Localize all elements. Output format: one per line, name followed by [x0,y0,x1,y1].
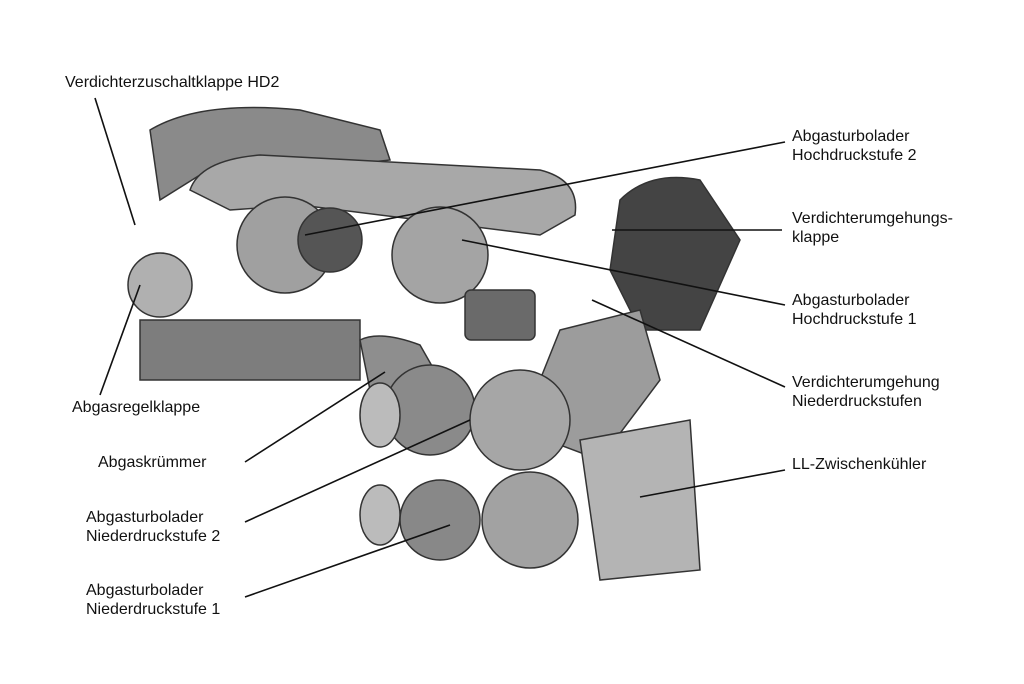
lp-inlet-2 [359,382,401,448]
intercooler-body [579,419,701,581]
intake-hose [609,176,741,331]
leader-line-hp1 [461,239,786,306]
label-line: Verdichterumgehungs- [792,210,953,227]
exhaust-flap-housing [127,252,193,318]
label-line: Abgasturbolader [86,582,204,599]
label-intercooler: LL-Zwischenkühler [792,456,927,473]
leader-line-intercooler [639,469,786,498]
label-line: Verdichterumgehung [792,374,940,391]
lp-turbo-2-housing [469,369,571,471]
engine-block [139,319,361,381]
label-line: klappe [792,229,840,246]
label-hd2-flap: Verdichterzuschaltklappe HD2 [65,74,280,91]
label-line: Abgasturbolader [792,292,910,309]
leader-line-exhaust-flap [99,284,141,396]
hp-turbo-2-wheel [297,207,363,273]
lp-inlet-1 [359,484,401,546]
label-line: Niederdruckstufe 2 [86,528,221,545]
leader-line-lp1 [244,524,451,598]
leader-line-hd2-flap [94,97,136,226]
leader-line-manifold [244,371,386,463]
label-lp-turbo-1: Abgasturbolader Niederdruckstufe 1 [86,581,220,619]
lp-turbo-1-housing [481,471,579,569]
hp-turbo-1 [391,206,489,304]
label-bypass-flap: Verdichterumgehungs- klappe [792,209,953,247]
charge-pipe-top [189,154,577,236]
label-lp-turbo-2: Abgasturbolader Niederdruckstufe 2 [86,508,220,546]
label-line: Abgasturbolader [792,128,910,145]
actuator [464,289,536,341]
lp-turbo-1 [399,479,481,561]
label-lp-bypass: Verdichterumgehung Niederdruckstufen [792,373,940,411]
label-line: Niederdruckstufen [792,393,922,410]
leader-line-hp2 [304,141,786,236]
leader-line-lp2 [244,419,471,523]
label-hp-turbo-1: Abgasturbolader Hochdruckstufe 1 [792,291,917,329]
label-manifold: Abgaskrümmer [98,454,207,471]
label-line: Abgasturbolader [86,509,204,526]
label-line: Niederdruckstufe 1 [86,601,221,618]
label-exhaust-flap: Abgasregelklappe [72,399,201,416]
leader-line-lp-bypass [591,299,786,388]
label-line: Hochdruckstufe 2 [792,147,917,164]
label-hp-turbo-2: Abgasturbolader Hochdruckstufe 2 [792,127,917,165]
label-line: Hochdruckstufe 1 [792,311,917,328]
leader-lines [94,97,786,598]
